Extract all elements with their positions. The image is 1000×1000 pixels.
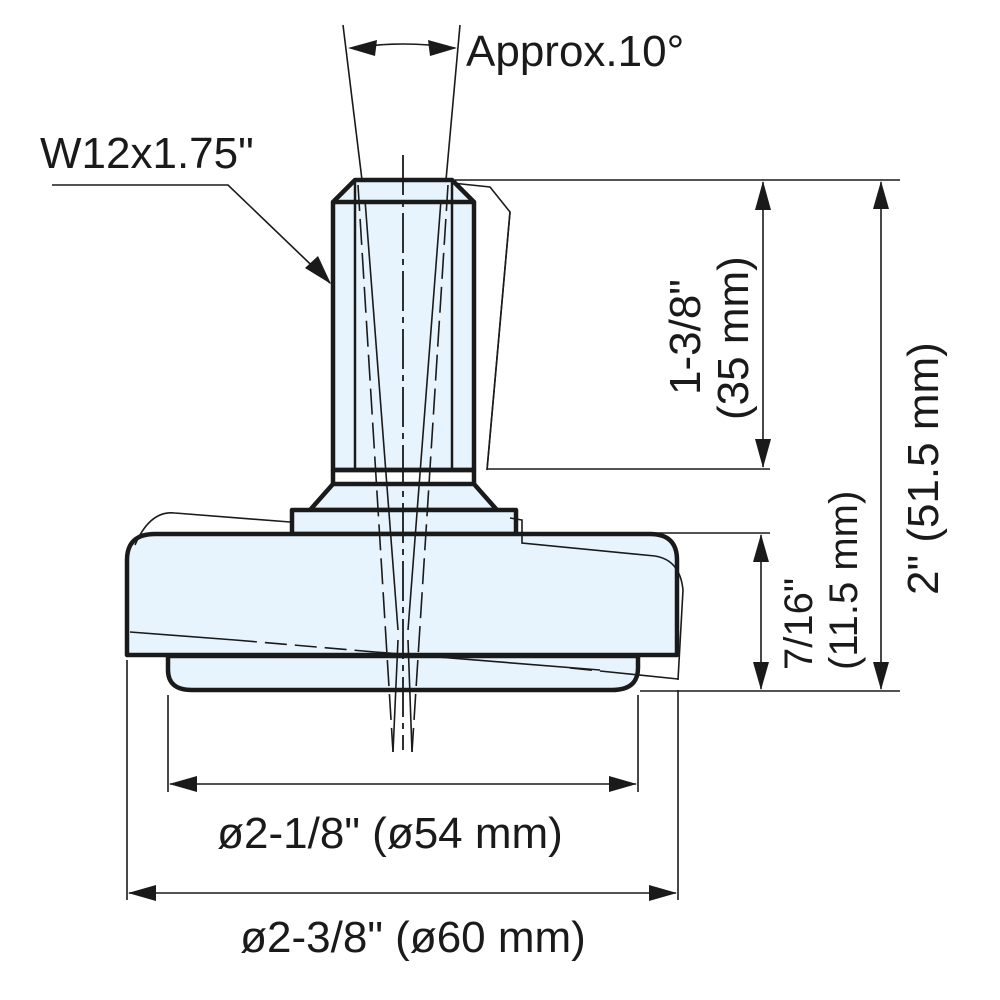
center-lines <box>357 155 449 753</box>
base-tilt-ghost <box>129 512 684 681</box>
total-height-label: 2" (51.5 mm) <box>899 342 948 595</box>
dim-total-height <box>873 181 889 690</box>
stud-height-inch-label: 1-3/8" <box>661 279 710 395</box>
stud-height-mm-label: (35 mm) <box>709 256 758 420</box>
base-height-mm-label: (11.5 mm) <box>822 491 866 670</box>
thread-leader-line <box>52 184 331 284</box>
dim-base-height <box>753 534 769 690</box>
base-diameter-label: ø2-3/8" (ø60 mm) <box>240 913 586 962</box>
extension-lines <box>126 179 900 900</box>
base-height-inch-label: 7/16" <box>777 578 821 670</box>
dim-base-diameter <box>128 885 677 901</box>
collar <box>289 470 519 537</box>
pad-diameter-label: ø2-1/8" (ø54 mm) <box>217 809 563 858</box>
angle-label: Approx.10° <box>466 27 684 76</box>
base-body <box>124 531 680 658</box>
tilt-angle-lines <box>342 24 461 181</box>
thread-label: W12x1.75" <box>40 129 254 178</box>
rubber-pad <box>165 653 641 693</box>
dim-stud-height <box>755 181 771 468</box>
dim-pad-diameter <box>169 776 637 792</box>
